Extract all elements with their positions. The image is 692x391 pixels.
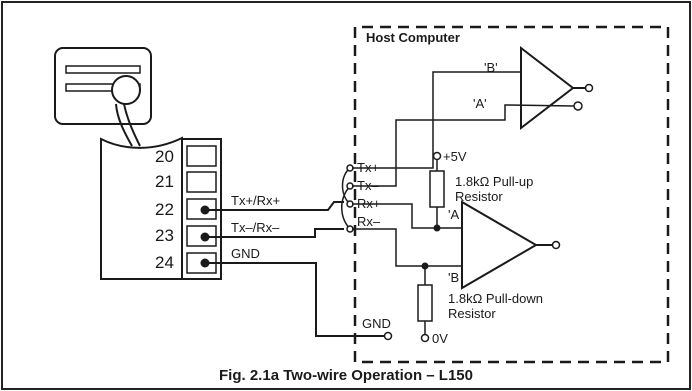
receiver: 'A 'B <box>448 200 561 290</box>
terminal-21-screw <box>186 171 217 193</box>
tx-input-a: 'A' <box>473 96 487 111</box>
pull-up-value: 1.8kΩ Pull-up <box>455 174 533 189</box>
pull-up-resistor: +5V 1.8kΩ Pull-up Resistor <box>429 149 533 232</box>
gnd-terminal <box>383 331 393 341</box>
label-tx-rx-plus: Tx+/Rx+ <box>231 193 280 208</box>
host-computer-title: Host Computer <box>366 30 460 45</box>
terminal-number-20: 20 <box>155 147 174 166</box>
label-rx-minus: Rx– <box>357 214 381 229</box>
display-unit <box>54 47 152 147</box>
pull-down-name: Resistor <box>448 306 496 321</box>
transmit-driver: 'B' 'A' <box>473 45 594 131</box>
rx-input-a: 'A <box>448 207 459 222</box>
wire-rx-b <box>352 228 462 267</box>
pull-up-name: Resistor <box>455 189 503 204</box>
label-tx-rx-minus: Tx–/Rx– <box>231 220 280 235</box>
label-terminal-gnd: GND <box>231 246 260 261</box>
wire-gnd <box>205 262 384 337</box>
supply-5v-label: +5V <box>443 149 467 164</box>
ground-0v-label: 0V <box>432 331 448 346</box>
terminal-number-22: 22 <box>155 200 174 219</box>
pull-down-value: 1.8kΩ Pull-down <box>448 291 543 306</box>
terminal-block: 20 21 22 23 24 <box>100 136 222 280</box>
terminal-number-24: 24 <box>155 253 174 272</box>
wire-tx-a <box>352 104 575 187</box>
label-host-gnd: GND <box>362 316 391 331</box>
terminal-number-23: 23 <box>155 226 174 245</box>
terminal-20-screw <box>186 145 217 167</box>
wire-plus <box>205 201 344 211</box>
rx-input-b: 'B <box>448 270 459 285</box>
pull-down-resistor: 0V 1.8kΩ Pull-down Resistor <box>417 262 543 346</box>
terminal-number-21: 21 <box>155 172 174 191</box>
host-computer-boundary <box>353 25 670 364</box>
wire-minus <box>205 228 344 238</box>
figure-caption: Fig. 2.1a Two-wire Operation – L150 <box>219 367 473 384</box>
